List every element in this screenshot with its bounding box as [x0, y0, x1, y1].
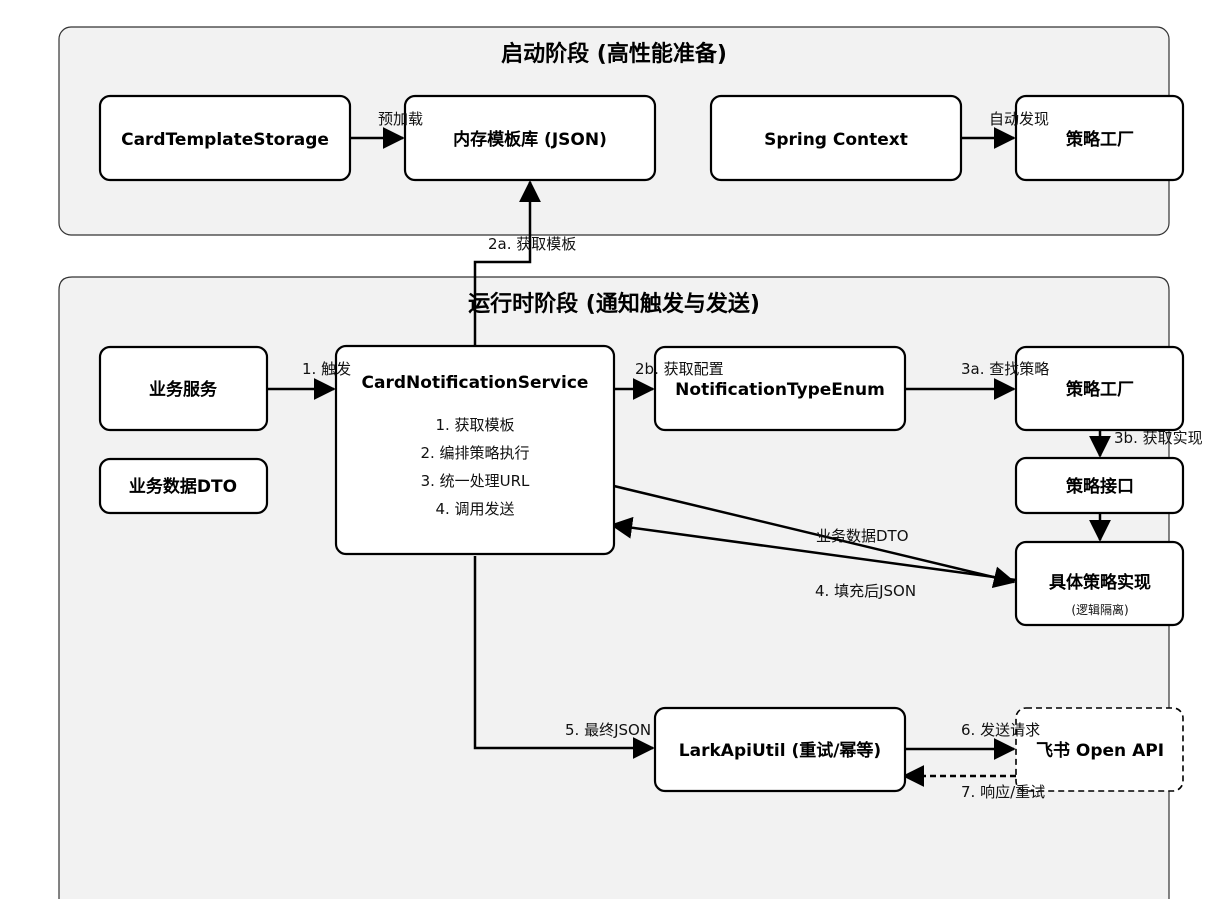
- edges: [267, 127, 1111, 787]
- node-lark-api-util-label: LarkApiUtil (重试/幂等): [679, 740, 881, 761]
- node-strategy-factory-startup-label: 策略工厂: [1066, 129, 1134, 150]
- edge-label-response-retry: 7. 响应/重试: [961, 783, 1045, 801]
- edge-label-auto-discover: 自动发现: [989, 110, 1049, 128]
- node-concrete-strategy-label: 具体策略实现: [1048, 572, 1151, 593]
- group-startup-title: 启动阶段 (高性能准备): [501, 41, 727, 67]
- node-card-notification-service-step-3: 3. 统一处理URL: [421, 472, 530, 490]
- edge-label-send-request: 6. 发送请求: [961, 721, 1040, 739]
- node-memory-template-lib: 内存模板库 (JSON): [403, 94, 657, 182]
- edge-label-get-config: 2b. 获取配置: [635, 360, 724, 378]
- node-card-notification-service-step-4: 4. 调用发送: [435, 500, 514, 518]
- node-card-notification-service-step-1: 1. 获取模板: [435, 416, 514, 434]
- node-spring-context-label: Spring Context: [764, 130, 908, 150]
- edge-label-preload: 预加载: [378, 110, 423, 128]
- node-business-dto: 业务数据DTO: [98, 457, 269, 515]
- node-feishu-open-api-label: 飞书 Open API: [1036, 741, 1164, 761]
- node-business-service-label: 业务服务: [149, 379, 218, 400]
- edge-business-dto: [613, 484, 1016, 588]
- edge-filled-json: [610, 516, 1017, 582]
- edge-label-find-strategy: 3a. 查找策略: [961, 360, 1049, 378]
- edge-label-filled-json: 4. 填充后JSON: [815, 582, 916, 600]
- edge-labels: 预加载 自动发现 2a. 获取模板 1. 触发 2b. 获取配置 3a. 查找策…: [302, 110, 1203, 801]
- node-strategy-factory-startup: 策略工厂: [1014, 94, 1185, 182]
- node-spring-context: Spring Context: [709, 94, 963, 182]
- node-notification-type-enum: NotificationTypeEnum: [653, 345, 907, 432]
- edge-label-get-impl: 3b. 获取实现: [1114, 429, 1203, 447]
- node-card-template-storage: CardTemplateStorage: [98, 94, 352, 182]
- node-card-template-storage-label: CardTemplateStorage: [121, 130, 329, 150]
- group-runtime-title: 运行时阶段 (通知触发与发送): [468, 291, 760, 317]
- node-memory-template-lib-label: 内存模板库 (JSON): [453, 129, 607, 150]
- node-concrete-strategy: 具体策略实现 (逻辑隔离): [1014, 540, 1185, 627]
- node-strategy-interface-label: 策略接口: [1066, 476, 1134, 497]
- node-feishu-open-api: 飞书 Open API: [1015, 707, 1184, 792]
- edge-get-template: [473, 180, 541, 346]
- edge-label-trigger: 1. 触发: [302, 360, 351, 378]
- edge-label-get-template: 2a. 获取模板: [488, 235, 576, 253]
- node-concrete-strategy-note: (逻辑隔离): [1071, 602, 1128, 617]
- node-business-dto-label: 业务数据DTO: [129, 476, 237, 497]
- edge-label-final-json: 5. 最终JSON: [565, 721, 651, 739]
- edge-final-json: [473, 556, 655, 759]
- edge-label-business-dto: 业务数据DTO: [816, 527, 909, 545]
- node-strategy-factory-runtime-label: 策略工厂: [1066, 379, 1134, 400]
- node-business-service: 业务服务: [98, 345, 269, 432]
- node-card-notification-service-step-2: 2. 编排策略执行: [420, 444, 529, 462]
- node-strategy-interface: 策略接口: [1014, 456, 1185, 515]
- node-card-notification-service: CardNotificationService 1. 获取模板 2. 编排策略执…: [334, 344, 616, 556]
- node-lark-api-util: LarkApiUtil (重试/幂等): [653, 706, 907, 793]
- node-notification-type-enum-label: NotificationTypeEnum: [675, 380, 885, 400]
- node-strategy-factory-runtime: 策略工厂: [1014, 345, 1185, 432]
- node-card-notification-service-title: CardNotificationService: [362, 373, 589, 393]
